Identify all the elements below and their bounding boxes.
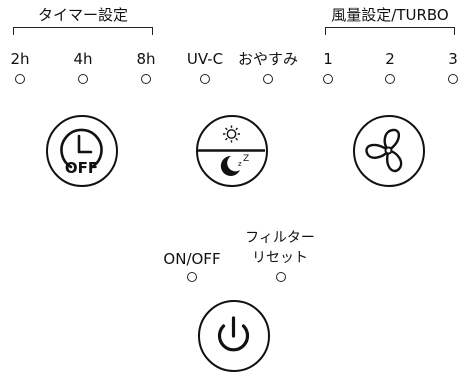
timer-4h-indicator bbox=[78, 74, 88, 84]
fan-1-indicator bbox=[323, 74, 333, 84]
timer-2h-indicator bbox=[15, 74, 25, 84]
sleep-z-small: z bbox=[238, 160, 242, 168]
sleep-z-big: Z bbox=[243, 154, 249, 164]
moon-icon bbox=[220, 155, 240, 176]
fan-2-indicator bbox=[385, 74, 395, 84]
timer-button[interactable]: OFF bbox=[46, 115, 118, 187]
fan-1-label: 1 bbox=[323, 50, 333, 68]
power-label: ON/OFF bbox=[163, 250, 221, 268]
fan-group-label: 風量設定/TURBO bbox=[329, 6, 451, 24]
uvc-button-zone[interactable] bbox=[198, 117, 265, 150]
sleep-indicator bbox=[263, 74, 273, 84]
fan-3-label: 3 bbox=[448, 50, 458, 68]
uvc-sleep-button: z Z bbox=[196, 115, 268, 187]
timer-group-label: タイマー設定 bbox=[35, 6, 131, 24]
timer-4h-label: 4h bbox=[73, 50, 93, 68]
uvc-indicator bbox=[200, 74, 210, 84]
sleep-button-zone[interactable] bbox=[198, 151, 265, 184]
sleep-label: おやすみ bbox=[237, 50, 299, 68]
sun-icon bbox=[223, 125, 240, 143]
clock-icon bbox=[60, 128, 103, 169]
power-icon bbox=[217, 316, 250, 352]
timer-8h-indicator bbox=[141, 74, 151, 84]
filter-reset-line1: フィルター bbox=[245, 230, 315, 246]
filter-reset-indicator bbox=[276, 272, 286, 282]
fan-icon bbox=[365, 128, 403, 173]
filter-reset-line2: リセット bbox=[251, 250, 308, 266]
power-indicator bbox=[187, 272, 197, 282]
fan-2-label: 2 bbox=[385, 50, 395, 68]
timer-8h-label: 8h bbox=[136, 50, 156, 68]
fan-3-indicator bbox=[448, 74, 458, 84]
timer-2h-label: 2h bbox=[10, 50, 30, 68]
power-button[interactable] bbox=[198, 300, 270, 372]
timer-off-text: OFF bbox=[64, 159, 99, 177]
fan-group-bracket bbox=[325, 27, 455, 35]
uvc-label: UV-C bbox=[186, 50, 224, 68]
filter-reset-label: フィルター リセット bbox=[245, 228, 315, 268]
timer-group-bracket bbox=[13, 27, 153, 35]
fan-speed-button[interactable] bbox=[353, 115, 425, 187]
uvc-sleep-graphics: z Z bbox=[198, 125, 265, 176]
